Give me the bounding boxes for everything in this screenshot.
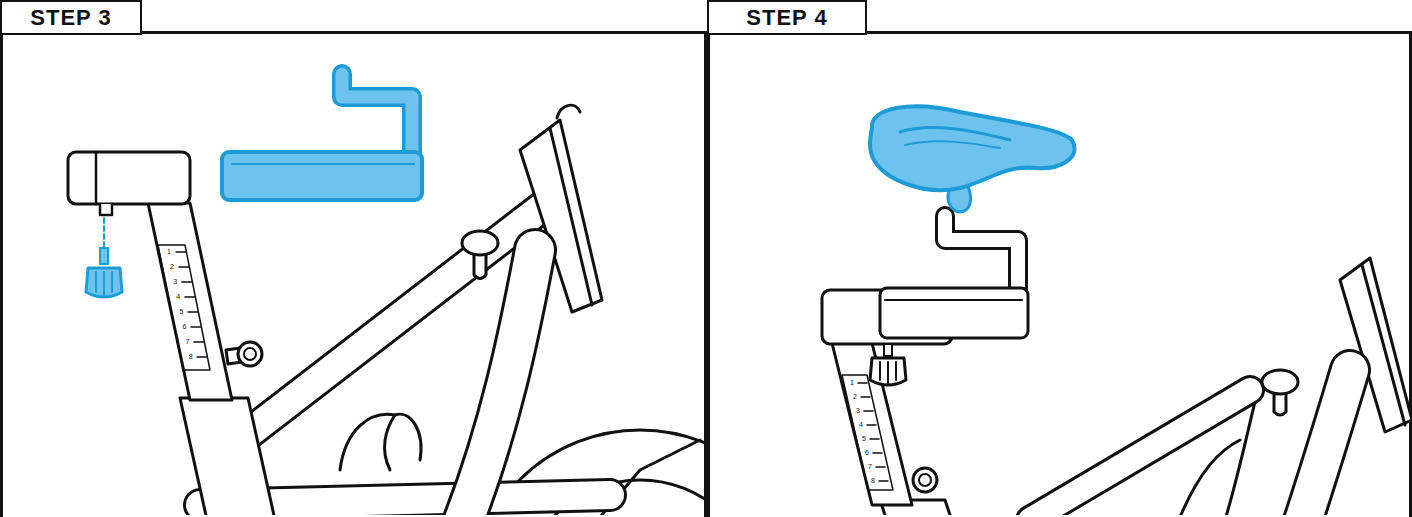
scale-number: 3 bbox=[856, 407, 860, 414]
scale-number: 6 bbox=[183, 323, 187, 330]
step-title: STEP 4 bbox=[746, 5, 827, 31]
step-title: STEP 3 bbox=[30, 5, 111, 31]
step4-bike bbox=[822, 106, 1410, 515]
step3-bike bbox=[68, 74, 704, 515]
panel-frame bbox=[709, 33, 1411, 517]
scale-number: 2 bbox=[170, 263, 174, 270]
scale-number: 7 bbox=[186, 338, 190, 345]
step-tab: STEP 3 bbox=[0, 0, 142, 35]
scale-number: 3 bbox=[173, 278, 177, 285]
scale-number: 6 bbox=[865, 449, 869, 456]
scale-number: 5 bbox=[179, 308, 183, 315]
scale-number: 1 bbox=[850, 379, 854, 386]
scale-number: 8 bbox=[871, 477, 875, 484]
scale-number: 4 bbox=[859, 421, 863, 428]
scale-number: 5 bbox=[862, 435, 866, 442]
scale-number: 4 bbox=[176, 293, 180, 300]
scale-number: 7 bbox=[868, 463, 872, 470]
scale-number: 8 bbox=[189, 353, 193, 360]
scale-number: 2 bbox=[853, 393, 857, 400]
step-tab: STEP 4 bbox=[707, 0, 867, 35]
scale-number: 1 bbox=[167, 248, 171, 255]
